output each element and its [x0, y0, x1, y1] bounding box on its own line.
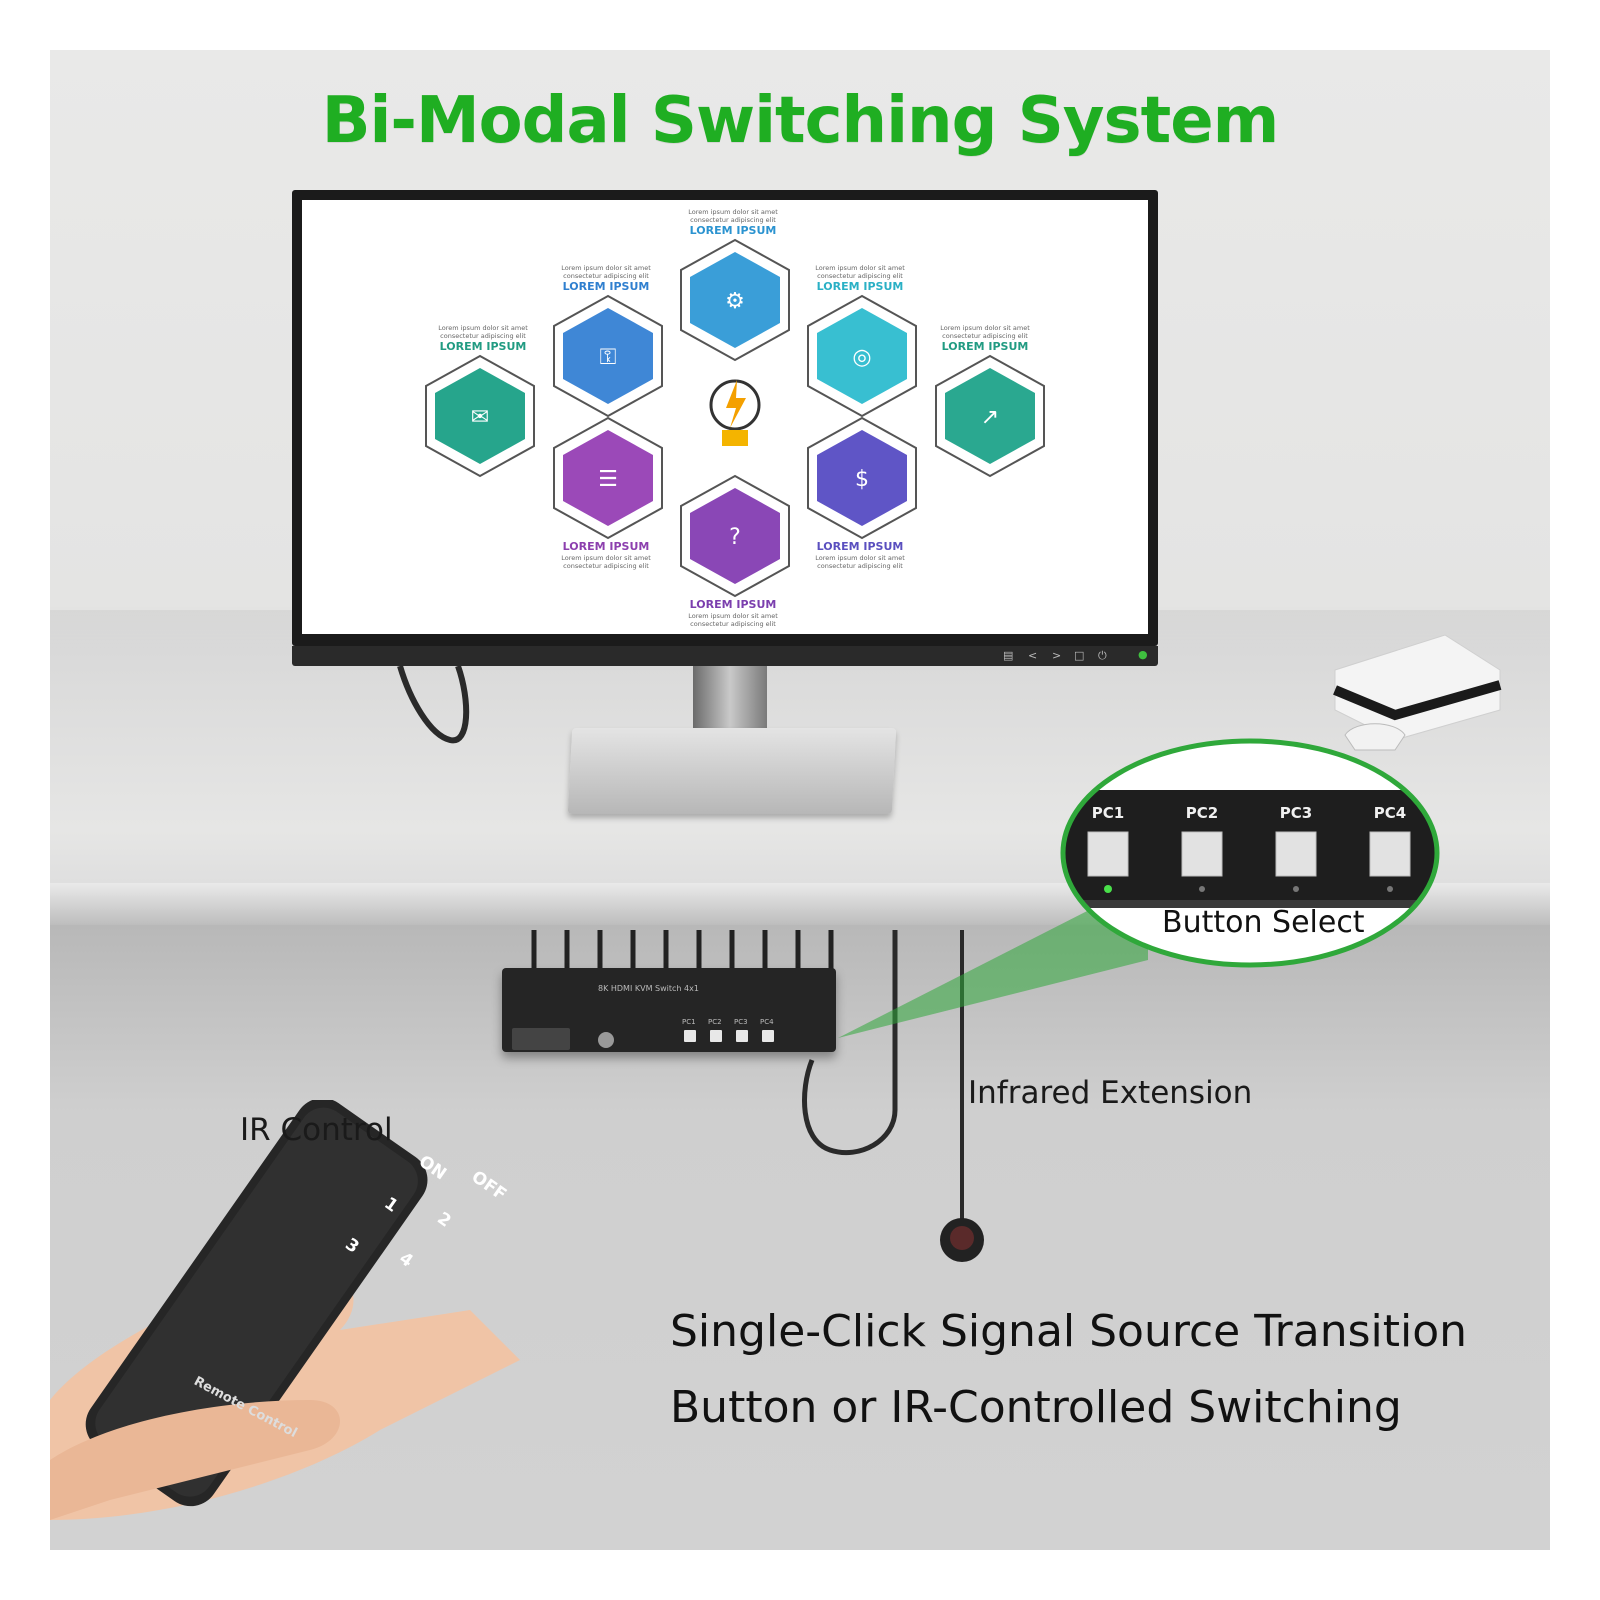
button-select-lens: [1060, 738, 1440, 968]
kvm-btn-label-3: PC3: [734, 1018, 748, 1026]
pc4-led: [1387, 886, 1393, 892]
lens-label-pc3: PC3: [1279, 804, 1313, 822]
chevron-right-icon: >: [1052, 649, 1062, 662]
chevron-left-icon: <: [1028, 649, 1038, 662]
button-select-label: Button Select: [1162, 905, 1365, 940]
hex-sub-dollar: Lorem ipsum dolor sit amet consectetur a…: [815, 554, 905, 570]
target-icon: ◎: [852, 345, 871, 370]
hex-sub-key: Lorem ipsum dolor sit amet consectetur a…: [561, 264, 651, 280]
hex-label-target: LOREM IPSUM: [816, 280, 904, 293]
kvm-title: 8K HDMI KVM Switch 4x1: [598, 984, 699, 993]
pc2-led: [1199, 886, 1205, 892]
kvm-btn-label-4: PC4: [760, 1018, 774, 1026]
hex-label-mail: LOREM IPSUM: [439, 340, 527, 353]
hexagon-gears: [690, 252, 780, 348]
hex-sub-chart: Lorem ipsum dolor sit amet consectetur a…: [940, 324, 1030, 340]
infographic: ⚙ ⚿ ◎ ✉ ↗ ☰ $ ?: [425, 238, 1045, 598]
hex-sub-document: Lorem ipsum dolor sit amet consectetur a…: [561, 554, 651, 570]
infrared-extension-label: Infrared Extension: [968, 1075, 1253, 1111]
input-icon: □: [1074, 649, 1085, 662]
document-icon: ☰: [598, 467, 618, 492]
hexagon-dollar: [817, 430, 907, 526]
lens-label-pc4: PC4: [1373, 804, 1407, 822]
game-console: [1333, 634, 1502, 751]
kvm-button-pc4[interactable]: [762, 1030, 774, 1042]
hexagon-mail: [435, 368, 525, 464]
tagline-1: Single-Click Signal Source Transition: [670, 1306, 1468, 1357]
power-icon: ⏻: [1098, 649, 1107, 662]
chart-icon: ↗: [981, 405, 999, 430]
hex-label-document: LOREM IPSUM: [562, 540, 650, 553]
kvm-btn-label-1: PC1: [682, 1018, 696, 1026]
hex-label-key: LOREM IPSUM: [562, 280, 650, 293]
ir-control-label: IR Control: [240, 1112, 393, 1148]
hex-sub-target: Lorem ipsum dolor sit amet consectetur a…: [815, 264, 905, 280]
kvm-button-pc3[interactable]: [736, 1030, 748, 1042]
question-icon: ?: [729, 525, 741, 550]
hex-label-dollar: LOREM IPSUM: [816, 540, 904, 553]
gears-icon: ⚙: [725, 289, 745, 314]
audio-port: [598, 1032, 614, 1048]
tagline-2: Button or IR-Controlled Switching: [670, 1382, 1402, 1433]
pc3-led: [1293, 886, 1299, 892]
hexagon-chart: [945, 368, 1035, 464]
lens-label-pc2: PC2: [1185, 804, 1219, 822]
lightbulb-icon: [709, 379, 761, 446]
hex-label-question: LOREM IPSUM: [689, 598, 777, 611]
hexagon-fills: [435, 252, 1035, 584]
pc1-led: [1104, 885, 1112, 893]
hex-sub-top: Lorem ipsum dolor sit amet consectetur a…: [688, 208, 778, 224]
hex-label-top: LOREM IPSUM: [689, 224, 777, 237]
hex-sub-question: Lorem ipsum dolor sit amet consectetur a…: [688, 612, 778, 628]
hex-label-chart: LOREM IPSUM: [941, 340, 1029, 353]
lens-label-pc1: PC1: [1091, 804, 1125, 822]
mail-icon: ✉: [471, 405, 489, 430]
kvm-button-pc1[interactable]: [684, 1030, 696, 1042]
green-beam: [838, 880, 1148, 1038]
kvm-button-pc2[interactable]: [710, 1030, 722, 1042]
dollar-icon: $: [855, 467, 869, 492]
hexagon-question: [690, 488, 780, 584]
kvm-btn-label-2: PC2: [708, 1018, 722, 1026]
hexagon-document: [563, 430, 653, 526]
menu-icon: ▤: [1003, 649, 1014, 662]
key-icon: ⚿: [600, 345, 617, 370]
hexagon-key: [563, 308, 653, 404]
usb-ports: [512, 1028, 570, 1050]
hexagon-target: [817, 308, 907, 404]
page-title: Bi-Modal Switching System: [321, 84, 1280, 158]
monitor-bezel: [292, 646, 1158, 666]
remote-control-scene: [50, 1100, 520, 1520]
hex-sub-mail: Lorem ipsum dolor sit amet consectetur a…: [438, 324, 528, 340]
power-led: ●: [1138, 648, 1148, 661]
